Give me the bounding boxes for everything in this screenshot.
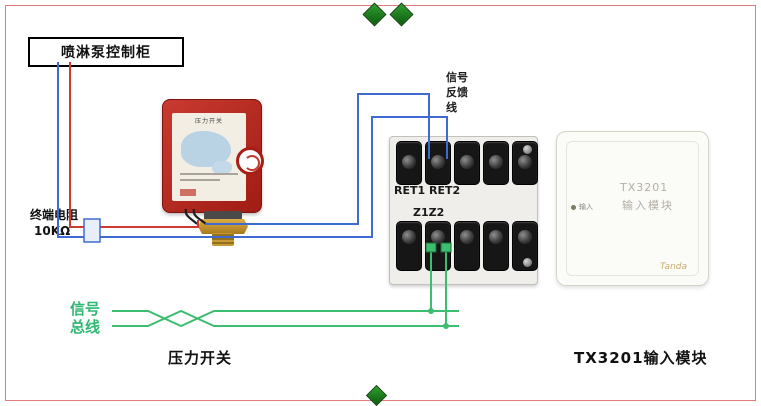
signal-bus-line-top	[112, 310, 459, 328]
screw-icon	[402, 155, 416, 169]
signal-feedback-line2: 反馈	[446, 86, 468, 99]
signal-bus-line-bottom	[112, 309, 459, 327]
screw-icon	[431, 155, 445, 169]
screw-icon	[489, 155, 503, 169]
module-brand-logo: Tanda	[660, 262, 687, 272]
screw-icon	[489, 230, 503, 244]
terminal	[396, 221, 422, 271]
terminal	[483, 221, 509, 271]
terminal	[483, 141, 509, 185]
led-icon	[571, 204, 576, 210]
bus-junction-dot	[428, 308, 434, 314]
switch-threaded-tip	[212, 233, 234, 246]
terminal	[425, 221, 451, 271]
screw-icon	[431, 230, 445, 244]
module-name-text: 输入模块	[622, 199, 674, 212]
terminal-resistor-symbol	[83, 218, 101, 243]
ret-terminals-label: RET1 RET2	[394, 184, 461, 197]
z-terminals-label: Z1Z2	[413, 206, 445, 219]
terminal-resistor-text: 终端电阻	[30, 208, 79, 222]
module-caption: TX3201输入模块	[574, 349, 708, 367]
pressure-switch-faceplate-text: 压力开关	[194, 118, 223, 125]
signal-bus-line1: 信号	[70, 300, 101, 318]
signal-bus-label: 信号 总线	[70, 300, 100, 336]
terminal	[425, 141, 451, 185]
screw-icon	[402, 230, 416, 244]
control-cabinet-box: 喷淋泵控制柜	[28, 37, 184, 67]
terminal	[512, 221, 538, 271]
screw-icon	[460, 155, 474, 169]
faceplate-divider	[180, 173, 238, 175]
plate-screw-icon	[523, 258, 532, 267]
screw-icon	[460, 230, 474, 244]
module-model-text: TX3201	[620, 181, 669, 194]
module-inner-line	[566, 141, 699, 276]
signal-feedback-line3: 线	[446, 101, 457, 114]
module-input-indicator: 输入	[571, 202, 593, 212]
decor-diamond-bottom	[365, 384, 388, 406]
switch-logo-icon	[236, 147, 264, 175]
switch-brass-nut	[198, 219, 248, 234]
control-cabinet-label: 喷淋泵控制柜	[61, 45, 151, 61]
pressure-switch-faceplate: 压力开关	[172, 113, 246, 201]
faceplate-red-mark	[180, 189, 196, 196]
faceplate-divider	[180, 179, 220, 181]
terminal-row-top	[396, 141, 538, 185]
switch-logo-swirl	[244, 155, 260, 171]
screw-icon	[518, 155, 532, 169]
terminal-resistor-label: 终端电阻 10KΩ	[30, 207, 78, 239]
decor-diamond-top-left	[362, 2, 387, 27]
switch-neck	[204, 211, 242, 220]
signal-feedback-label: 信号 反馈 线	[446, 70, 468, 115]
terminal	[396, 141, 422, 185]
terminal-resistor-value: 10KΩ	[34, 224, 71, 238]
signal-bus-line2: 总线	[70, 318, 101, 336]
terminal-row-bottom	[396, 221, 538, 271]
module-input-label: 输入	[579, 203, 593, 211]
terminal	[454, 221, 480, 271]
terminal	[454, 141, 480, 185]
tx3201-module	[556, 131, 709, 286]
plate-screw-icon	[523, 145, 532, 154]
signal-feedback-line1: 信号	[446, 71, 468, 84]
pressure-switch-caption: 压力开关	[168, 349, 233, 367]
bus-junction-dot	[443, 323, 449, 329]
screw-icon	[518, 230, 532, 244]
decor-diamond-top-right	[389, 2, 414, 27]
